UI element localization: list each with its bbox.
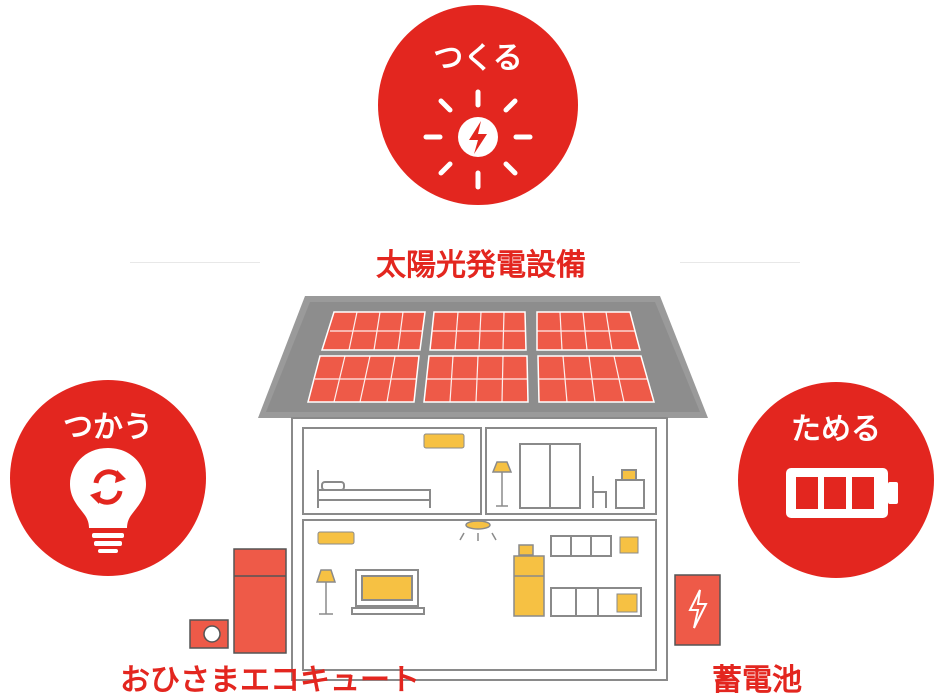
bed: [317, 470, 431, 508]
ceiling-light: [459, 520, 497, 541]
use-badge: つかう: [10, 380, 206, 576]
store-badge: ためる: [738, 382, 934, 578]
solar-panels: [307, 311, 655, 403]
bulb-recycle-icon: [70, 448, 146, 553]
microwave: [619, 536, 639, 554]
store-badge-title: ためる: [791, 412, 881, 447]
air-conditioner-living: [317, 531, 355, 545]
use-badge-title: つかう: [63, 410, 153, 445]
floor-lamp-study: [491, 461, 513, 507]
desk-chair: [592, 469, 645, 509]
room-bedroom: [302, 427, 482, 515]
storage-battery: [674, 574, 721, 646]
solar-equipment-label: 太陽光発電設備: [376, 248, 586, 283]
sun-bolt-icon: [423, 89, 533, 190]
make-badge: つくる: [378, 5, 578, 205]
room-study: [485, 427, 657, 515]
ecocute-tank: [233, 548, 287, 654]
divider-right: [680, 262, 800, 263]
storage-battery-label: 蓄電池: [712, 663, 802, 698]
floor-lamp-living: [315, 569, 337, 615]
divider-left: [130, 262, 260, 263]
ecocute-label: おひさまエコキュート: [120, 663, 420, 698]
room-living: [302, 519, 657, 671]
refrigerator: [513, 544, 545, 617]
air-conditioner-bedroom: [423, 433, 465, 449]
oven: [616, 593, 638, 613]
battery-icon: [786, 468, 898, 518]
television: [351, 569, 425, 615]
ecocute-heat-pump: [189, 619, 229, 649]
make-badge-title: つくる: [433, 41, 523, 76]
wardrobe: [519, 443, 581, 509]
